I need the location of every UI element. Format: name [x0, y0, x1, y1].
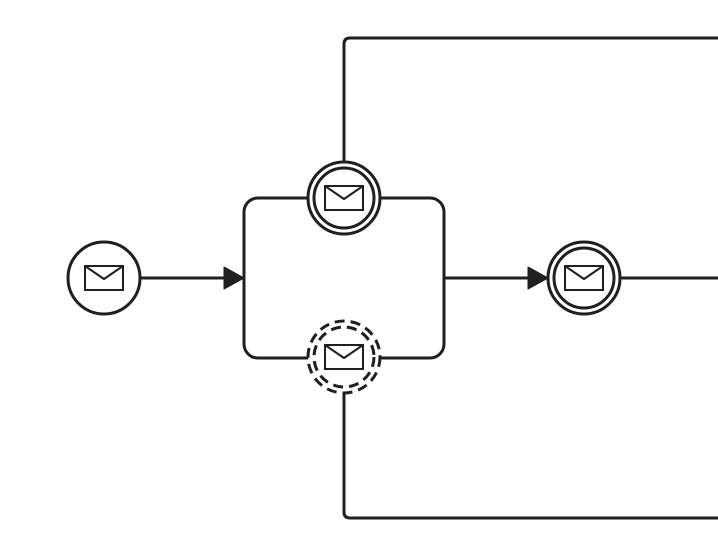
- envelope-icon: [564, 265, 604, 291]
- flow-start-to-task-arrowhead: [223, 266, 245, 290]
- flow-interrupting-boundary-outgoing[interactable]: [342, 36, 718, 162]
- envelope-icon: [324, 344, 364, 370]
- message-start-event[interactable]: [66, 240, 142, 316]
- envelope-icon: [84, 265, 124, 291]
- message-intermediate-catch-event[interactable]: [546, 240, 622, 316]
- flow-task-to-intermediate-arrowhead: [527, 266, 549, 290]
- message-boundary-event-non-interrupting[interactable]: [306, 319, 382, 395]
- envelope-icon: [324, 185, 364, 211]
- flow-non-interrupting-boundary-outgoing[interactable]: [342, 392, 718, 520]
- message-boundary-event-interrupting[interactable]: [306, 160, 382, 236]
